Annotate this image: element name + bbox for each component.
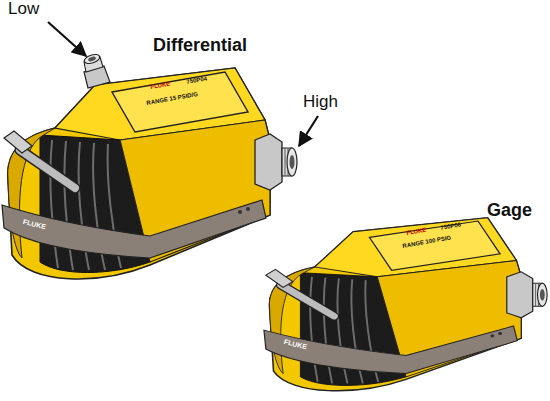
leader-arrow <box>299 116 318 146</box>
part-label: High <box>303 93 338 112</box>
leader-arrow <box>48 22 86 56</box>
part-label: Differential <box>153 36 247 56</box>
part-label: Gage <box>487 201 532 221</box>
differential-module <box>2 68 297 279</box>
low-port <box>83 53 110 88</box>
gage-module <box>264 218 547 391</box>
part-label: Low <box>8 0 39 19</box>
